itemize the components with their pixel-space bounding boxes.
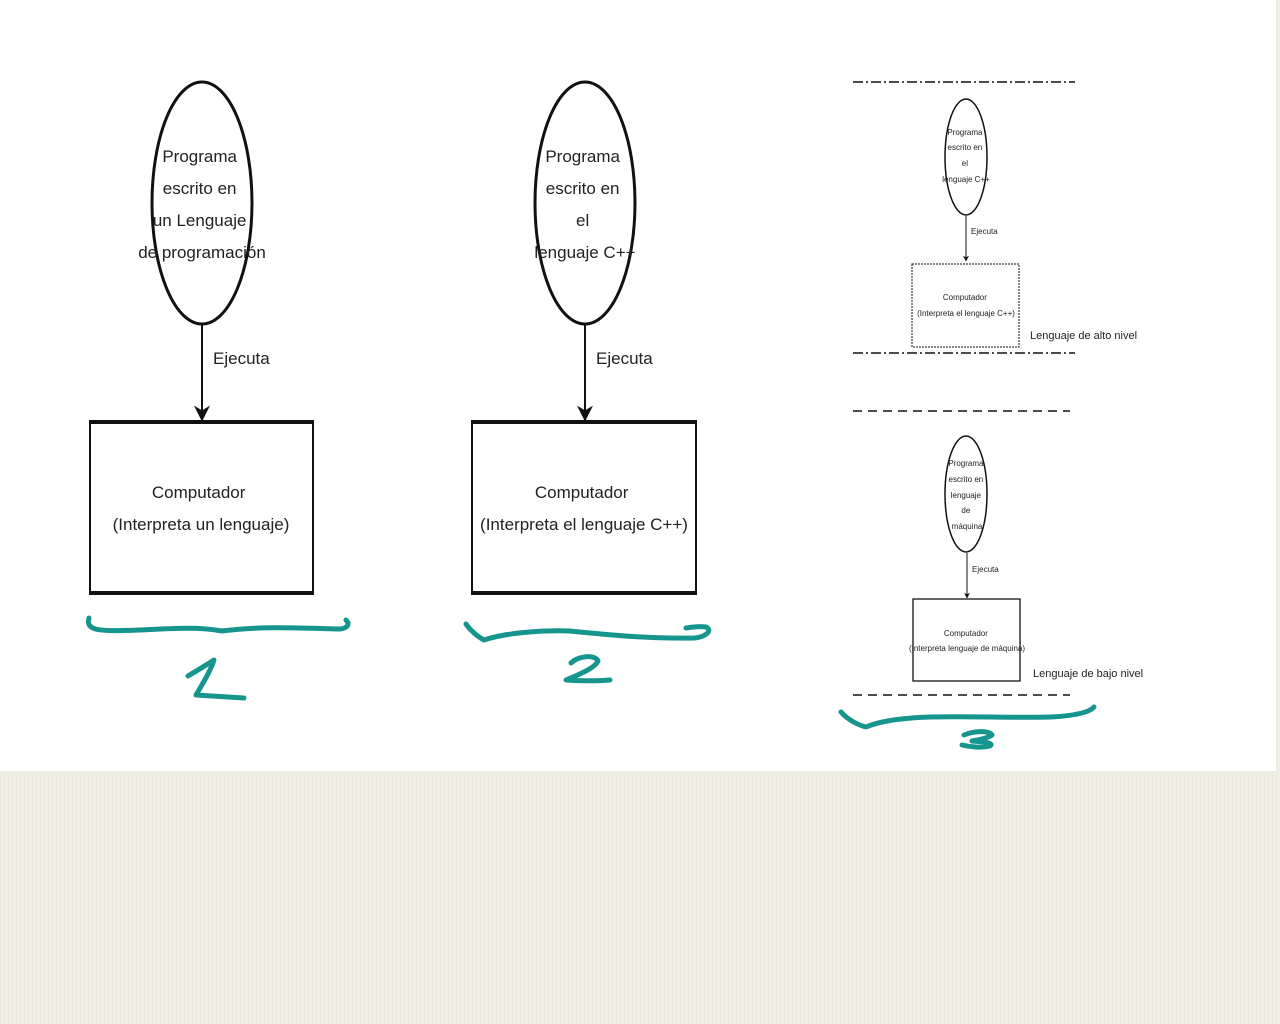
- computer-node-3b-line: (Interpreta lenguaje de máquina): [909, 644, 1025, 653]
- computer-node-2-label: Computador (Interpreta el lenguaje C++): [480, 483, 688, 534]
- computer-node-3a-line: (Interpreta el lenguaje C++): [917, 309, 1015, 318]
- computer-node-2-line: Computador: [535, 483, 629, 502]
- diagram-3: Programa escrito en el lenguaje C++ Ejec…: [853, 81, 1143, 696]
- program-node-3b-label: Programa escrito en lenguaje de máquina: [948, 459, 985, 531]
- execute-label-3a: Ejecuta: [971, 227, 998, 236]
- execute-label-2: Ejecuta: [596, 349, 653, 368]
- program-node-2-line: el: [576, 211, 589, 230]
- program-node-3a-label: Programa escrito en el lenguaje C++: [942, 128, 990, 184]
- handwritten-brace-2: [463, 621, 712, 643]
- program-node-3a-line: lenguaje C++: [942, 175, 990, 184]
- program-node-1: [150, 80, 254, 326]
- handwritten-numeral-3: [959, 729, 995, 750]
- program-node-3a-line: Programa: [947, 128, 983, 137]
- handwritten-numeral-1: [185, 657, 247, 701]
- low-level-label: Lenguaje de bajo nivel: [1033, 668, 1143, 680]
- diagram-2: Programa escrito en el lenguaje C++ Ejec…: [471, 80, 697, 595]
- program-node-1-label: Programa escrito en un Lenguaje de progr…: [138, 147, 266, 262]
- program-node-3a-line: escrito en: [948, 143, 983, 152]
- program-node-3b: [944, 435, 988, 553]
- computer-node-3b-line: Computador: [944, 629, 988, 638]
- program-node-2-label: Programa escrito en el lenguaje C++: [534, 147, 635, 262]
- program-node-3b-line: máquina: [952, 522, 983, 531]
- execute-label-3b: Ejecuta: [972, 565, 999, 574]
- computer-node-3a: [911, 263, 1020, 348]
- computer-node-1-line: Computador: [152, 483, 246, 502]
- computer-node-3a-label: Computador (Interpreta el lenguaje C++): [917, 293, 1015, 318]
- program-node-1-line: Programa: [162, 147, 237, 166]
- program-node-3b-line: lenguaje: [951, 491, 982, 500]
- program-node-3a-line: el: [962, 159, 968, 168]
- computer-node-3a-line: Computador: [943, 293, 987, 302]
- program-node-1-line: un Lenguaje: [153, 211, 247, 230]
- computer-node-1-line: (Interpreta un lenguaje): [113, 515, 290, 534]
- computer-node-3b-label: Computador (Interpreta lenguaje de máqui…: [909, 629, 1025, 653]
- program-node-2-line: lenguaje C++: [534, 243, 635, 262]
- program-node-1-line: de programación: [138, 243, 266, 262]
- program-node-2-line: escrito en: [546, 179, 620, 198]
- program-node-2: [533, 80, 637, 326]
- handwritten-brace-3: [838, 704, 1097, 730]
- computer-node-3b: [912, 598, 1021, 682]
- program-node-1-line: escrito en: [163, 179, 237, 198]
- execute-label-1: Ejecuta: [213, 349, 270, 368]
- program-node-2-line: Programa: [545, 147, 620, 166]
- computer-node-1-label: Computador (Interpreta un lenguaje): [113, 483, 290, 534]
- program-node-3b-line: Programa: [948, 459, 984, 468]
- program-node-3b-line: escrito en: [949, 475, 984, 484]
- high-level-label: Lenguaje de alto nivel: [1030, 330, 1137, 342]
- computer-node-2: [471, 420, 697, 595]
- computer-node-1: [89, 420, 314, 595]
- diagram-1: Programa escrito en un Lenguaje de progr…: [89, 80, 314, 595]
- program-node-3b-line: de: [961, 506, 970, 515]
- handwritten-brace-1: [86, 615, 351, 634]
- program-node-3a: [944, 98, 988, 216]
- handwritten-numeral-2: [563, 654, 613, 684]
- handwritten-annotations: 1 2 3: [86, 615, 1097, 750]
- computer-node-2-line: (Interpreta el lenguaje C++): [480, 515, 688, 534]
